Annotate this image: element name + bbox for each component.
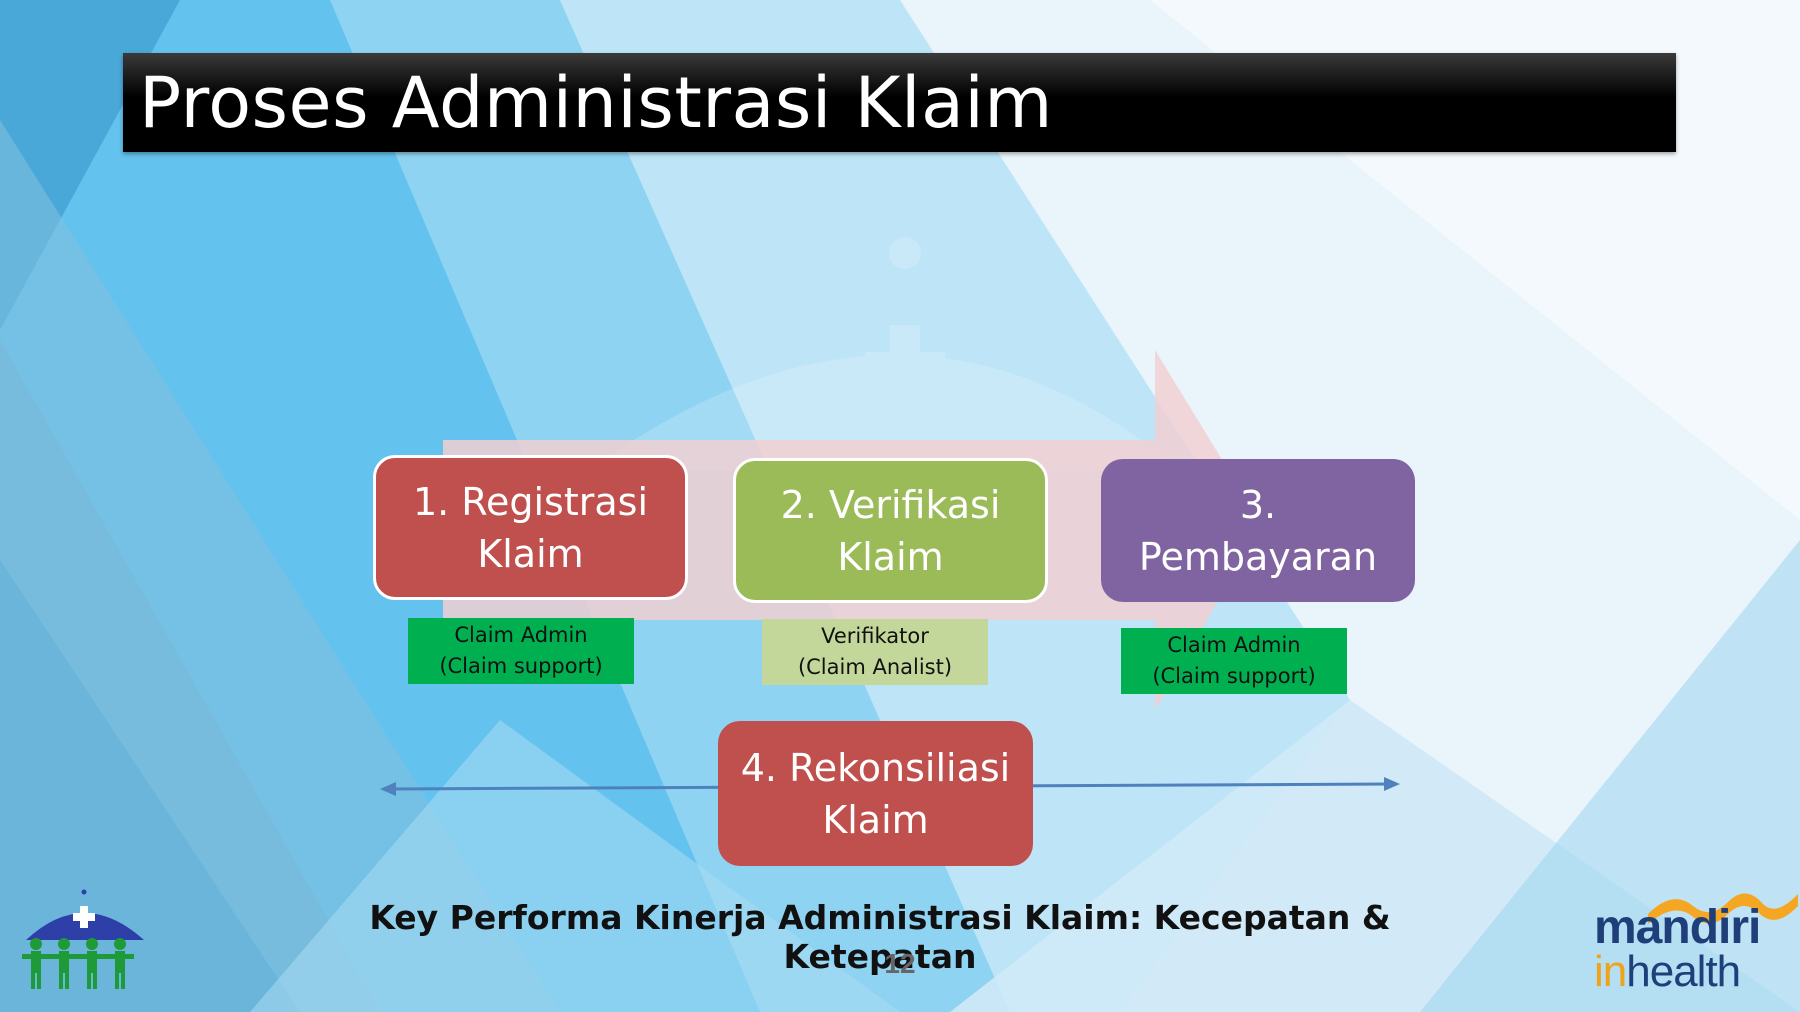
mandiri-wave-icon [1648,893,1798,924]
step-verifikasi-klaim: 2. Verifikasi Klaim [733,458,1048,603]
umbrella-family-icon [22,889,144,989]
page-title: Proses Administrasi Klaim [139,62,1053,144]
brand-name-health: health [1626,947,1741,996]
title-bar: Proses Administrasi Klaim [123,53,1676,152]
page-number: 12 [884,948,916,979]
brand-name-inhealth: inhealth [1594,947,1741,997]
role-claim-admin-2: Claim Admin (Claim support) [1121,628,1347,694]
brand-accent-in: in [1594,947,1627,996]
step-rekonsiliasi-klaim: 4. Rekonsiliasi Klaim [718,721,1033,866]
step-registrasi-klaim: 1. Registrasi Klaim [373,455,688,600]
role-claim-admin-1: Claim Admin (Claim support) [408,618,634,684]
step-pembayaran: 3. Pembayaran [1101,459,1415,602]
brand-name-mandiri: mandiri [1594,901,1761,954]
kpi-caption: Key Performa Kinerja Administrasi Klaim:… [369,898,1391,976]
role-verifikator: Verifikator (Claim Analist) [762,619,988,685]
